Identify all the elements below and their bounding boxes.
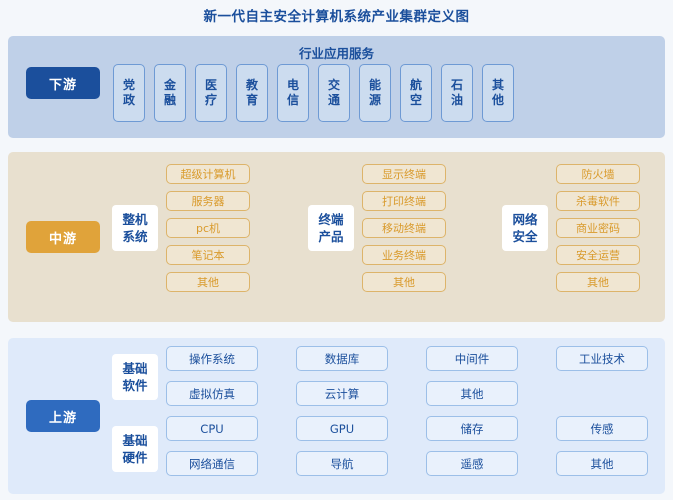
downstream-band: 行业应用服务 下游 党 政金 融医 疗教 育电 信交 通能 源航 空石 油其 他 [8, 36, 665, 138]
downstream-header-label: 行业应用服务 [298, 46, 374, 61]
midstream-item[interactable]: 商业密码 [556, 218, 640, 238]
midstream-item[interactable]: 显示终端 [362, 164, 446, 184]
downstream-item[interactable]: 电 信 [277, 64, 309, 122]
upstream-item[interactable]: CPU [166, 416, 258, 441]
upstream-item[interactable]: GPU [296, 416, 388, 441]
upstream-category-labels: 基础 软件基础 硬件 [112, 346, 158, 472]
upstream-category-label: 基础 硬件 [112, 426, 158, 472]
downstream-item-list: 党 政金 融医 疗教 育电 信交 通能 源航 空石 油其 他 [113, 64, 514, 122]
downstream-item[interactable]: 石 油 [441, 64, 473, 122]
midstream-item[interactable]: 服务器 [166, 191, 250, 211]
downstream-item[interactable]: 交 通 [318, 64, 350, 122]
upstream-item[interactable]: 导航 [296, 451, 388, 476]
midstream-item[interactable]: 笔记本 [166, 245, 250, 265]
midstream-item[interactable]: 业务终端 [362, 245, 446, 265]
downstream-item[interactable]: 党 政 [113, 64, 145, 122]
downstream-item[interactable]: 能 源 [359, 64, 391, 122]
upstream-item[interactable]: 虚拟仿真 [166, 381, 258, 406]
midstream-item[interactable]: 其他 [362, 272, 446, 292]
midstream-item[interactable]: 杀毒软件 [556, 191, 640, 211]
downstream-item[interactable]: 其 他 [482, 64, 514, 122]
midstream-group-terminal-products: 终端 产品显示终端打印终端移动终端业务终端其他 [308, 164, 446, 292]
stage-badge-midstream[interactable]: 中游 [26, 221, 100, 253]
midstream-group-network-security: 网络 安全防火墙杀毒软件商业密码安全运营其他 [502, 164, 640, 292]
upstream-item[interactable]: 其他 [426, 381, 518, 406]
upstream-item[interactable]: 云计算 [296, 381, 388, 406]
downstream-item[interactable]: 医 疗 [195, 64, 227, 122]
midstream-item[interactable]: 其他 [166, 272, 250, 292]
midstream-item-column: 防火墙杀毒软件商业密码安全运营其他 [556, 164, 640, 292]
midstream-category-label: 网络 安全 [502, 205, 548, 251]
midstream-category-label: 整机 系统 [112, 205, 158, 251]
midstream-item[interactable]: 其他 [556, 272, 640, 292]
stage-badge-upstream[interactable]: 上游 [26, 400, 100, 432]
upstream-item[interactable]: 传感 [556, 416, 648, 441]
stage-badge-downstream[interactable]: 下游 [26, 67, 100, 99]
midstream-group-whole-machine: 整机 系统 超级计算机服务器 pc机笔记本其他 [112, 164, 250, 292]
upstream-item[interactable]: 工业技术 [556, 346, 648, 371]
upstream-item[interactable]: 网络通信 [166, 451, 258, 476]
midstream-item[interactable]: 防火墙 [556, 164, 640, 184]
midstream-item[interactable]: pc机 [166, 218, 250, 238]
midstream-item[interactable]: 超级计算机 [166, 164, 250, 184]
upstream-category-label: 基础 软件 [112, 354, 158, 400]
upstream-item[interactable]: 遥感 [426, 451, 518, 476]
upstream-item[interactable]: 操作系统 [166, 346, 258, 371]
midstream-item-column: 显示终端打印终端移动终端业务终端其他 [362, 164, 446, 292]
midstream-category-label: 终端 产品 [308, 205, 354, 251]
midstream-item[interactable]: 打印终端 [362, 191, 446, 211]
downstream-item[interactable]: 航 空 [400, 64, 432, 122]
upstream-item-placeholder [556, 381, 648, 406]
downstream-item[interactable]: 教 育 [236, 64, 268, 122]
midstream-item[interactable]: 移动终端 [362, 218, 446, 238]
midstream-item[interactable]: 安全运营 [556, 245, 640, 265]
midstream-item-column: 超级计算机服务器 pc机笔记本其他 [166, 164, 250, 292]
page-title: 新一代自主安全计算机系统产业集群定义图 [203, 9, 470, 25]
title-bar: 新一代自主安全计算机系统产业集群定义图 [0, 0, 673, 30]
upstream-item[interactable]: 其他 [556, 451, 648, 476]
upstream-item[interactable]: 储存 [426, 416, 518, 441]
downstream-item[interactable]: 金 融 [154, 64, 186, 122]
upstream-item[interactable]: 中间件 [426, 346, 518, 371]
upstream-item[interactable]: 数据库 [296, 346, 388, 371]
